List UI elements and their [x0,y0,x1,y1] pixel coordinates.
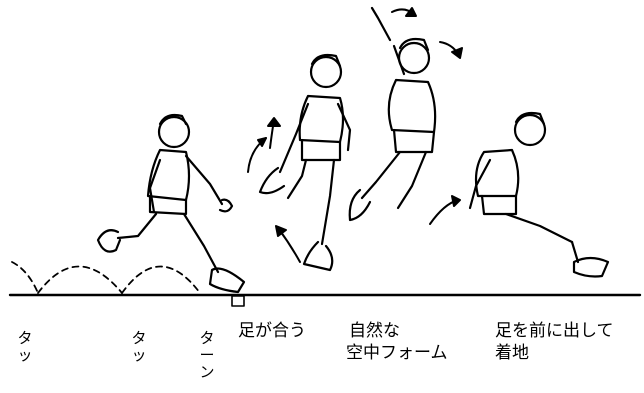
landing-figure [468,111,610,278]
motion-arrows [247,7,463,263]
label-takeoff: 足が合う [238,321,306,341]
label-landing-1: 足を前に出して [495,321,614,341]
takeoff-figure [258,53,352,272]
label-air-form-1: 自然な [349,321,400,341]
label-air-form-2: 空中フォーム [346,343,448,363]
step-arcs [11,261,201,294]
label-step-1: タッ [17,329,33,364]
label-step-2: タッ [131,329,147,364]
flight-figure [348,6,437,222]
label-landing-2: 着地 [495,343,529,363]
label-turn: ターン [199,329,215,381]
runner-figure [96,113,246,294]
takeoff-board [231,295,245,307]
